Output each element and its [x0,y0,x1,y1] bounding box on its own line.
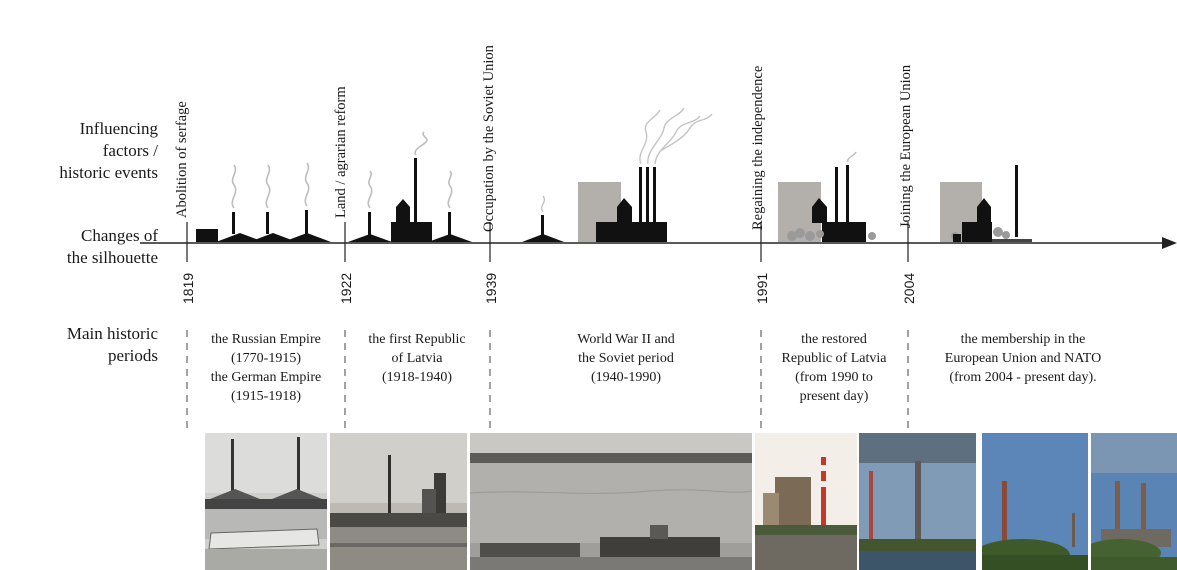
row-label-line: Changes of [81,226,158,245]
silhouette-2004-present [940,165,1032,242]
row-label-line: Influencing [79,119,158,138]
silhouette-1819-1922 [196,162,331,242]
photo-eu-era-3 [1091,433,1177,570]
period-line: the Russian Empire [211,332,321,347]
period-line: (1940-1990) [591,370,661,385]
year-label: 1819 [180,272,196,304]
row-label-silhouette: Changes of the silhouette [67,225,158,269]
silhouette-1922-1939 [348,131,472,242]
period-line: (from 2004 - present day). [949,370,1097,385]
silhouette-1939-1991 [522,107,713,242]
photo-first-republic [330,433,467,570]
period-line: (from 1990 to [795,370,873,385]
period-line: (1915-1918) [231,389,301,404]
event-ticks [186,222,909,262]
row-label-line: periods [107,346,158,365]
year-label: 1991 [754,272,770,304]
photo-eu-era-1 [859,433,976,570]
event-label-occupation: Occupation by the Soviet Union [481,45,497,232]
period-line: (1770-1915) [231,351,301,366]
period-line: World War II and [577,332,675,347]
year-label: 1939 [483,272,499,304]
timeline-arrowhead [1162,237,1177,249]
period-line: (1918-1940) [382,370,452,385]
period-line: present day) [799,389,869,404]
year-label: 1922 [338,272,354,304]
event-label-land-reform: Land / agrarian reform [333,86,349,218]
row-label-line: the silhouette [66,248,158,267]
period-separators [186,330,909,432]
photo-eu-era-2 [982,433,1088,570]
period-line: the German Empire [210,370,322,385]
event-label-joining-eu: Joining the European Union [898,64,914,228]
period-line: Republic of Latvia [781,351,887,366]
period-line: the restored [801,332,867,347]
silhouette-1991-2004 [778,151,876,242]
period-line: the first Republic [368,332,466,347]
row-label-influencing: Influencing factors / historic events [59,118,158,184]
period-russian-german-empire: the Russian Empire (1770-1915) the Germa… [190,330,342,406]
event-label-abolition: Abolition of serfage [174,101,190,218]
row-label-line: historic events [59,163,158,182]
event-label-regaining: Regaining the independence [750,65,766,230]
row-label-line: factors / [102,141,158,160]
period-eu-nato: the membership in the European Union and… [912,330,1134,387]
year-label: 2004 [901,272,917,304]
period-line: the membership in the [960,332,1086,347]
period-line: European Union and NATO [944,351,1102,366]
photo-restored-republic [755,433,857,570]
photo-empire-era [205,433,327,570]
period-restored-republic: the restored Republic of Latvia (from 19… [764,330,904,406]
period-first-republic: the first Republic of Latvia (1918-1940) [348,330,486,387]
period-line: the Soviet period [578,351,674,366]
period-line: of Latvia [391,351,443,366]
period-soviet: World War II and the Soviet period (1940… [495,330,757,387]
photo-soviet-period [470,433,752,570]
row-label-periods: Main historic periods [67,323,158,367]
row-label-line: Main historic [66,324,158,343]
